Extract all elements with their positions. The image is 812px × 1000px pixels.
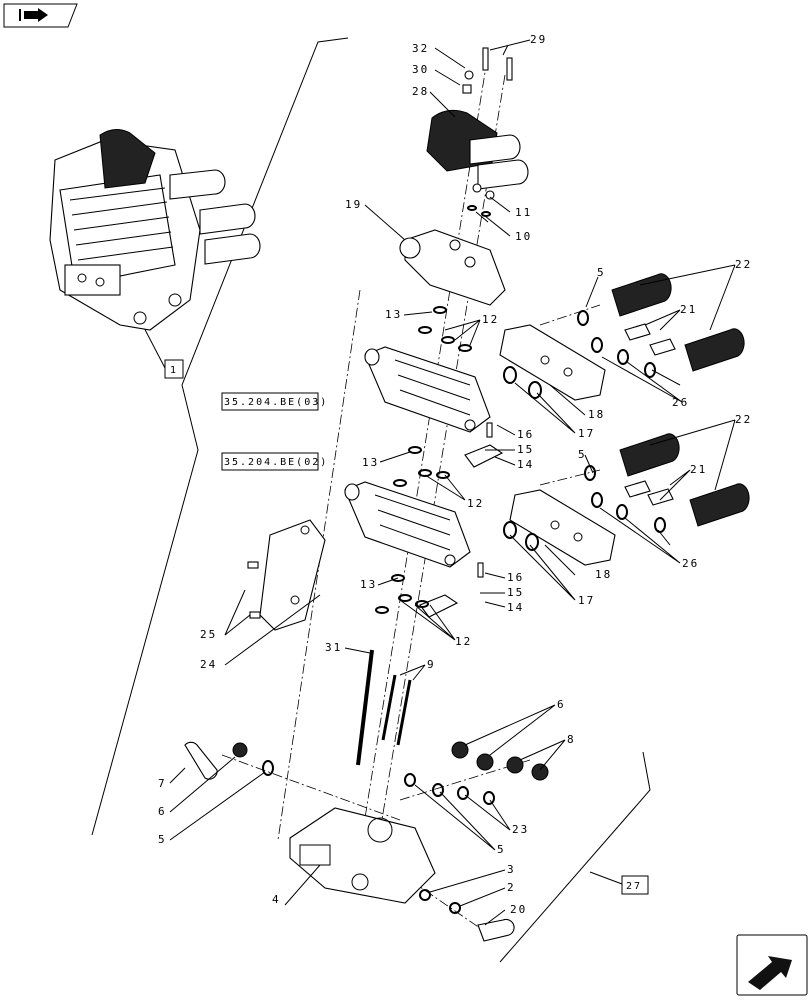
next-page-arrow-icon[interactable]	[736, 934, 808, 996]
leader-lines	[169, 39, 736, 926]
cover-part-19	[399, 229, 506, 306]
callout-32: 32	[412, 42, 429, 55]
callout-13: 13	[360, 578, 377, 591]
callout-10: 10	[515, 230, 532, 243]
callout-5: 5	[497, 843, 506, 856]
tie-rods	[356, 649, 412, 766]
callout-8: 8	[567, 733, 576, 746]
callout-28: 28	[412, 85, 429, 98]
callout-16: 16	[517, 428, 534, 441]
callout-31: 31	[325, 641, 342, 654]
ref-box-35-204-be-02[interactable]: 35.204.BE(02)	[221, 452, 328, 471]
callout-30: 30	[412, 63, 429, 76]
callout-6: 6	[557, 698, 566, 711]
right-lower-parts	[503, 433, 750, 566]
callout-12: 12	[467, 497, 484, 510]
callout-29: 29	[530, 33, 547, 46]
callout-11: 11	[515, 206, 532, 219]
callout-17: 17	[578, 427, 595, 440]
callout-24: 24	[200, 658, 217, 671]
callout-5: 5	[597, 266, 606, 279]
inlet-body-4	[289, 807, 436, 904]
ref-box-1[interactable]: 1	[164, 359, 184, 379]
callout-12: 12	[455, 635, 472, 648]
top-solenoid-part	[426, 47, 529, 217]
callout-18: 18	[595, 568, 612, 581]
callout-21: 21	[690, 463, 707, 476]
group-bracket-lines	[91, 37, 651, 963]
callout-26: 26	[672, 396, 689, 409]
callout-26: 26	[682, 557, 699, 570]
spool-section-03	[364, 346, 491, 433]
callout-labels: 32 30 28 29 11 10 19 5 22 21 13 12 26 18…	[158, 33, 752, 916]
book-arrow-icon[interactable]	[3, 3, 78, 28]
assembled-valve-illustration	[49, 129, 261, 331]
callout-17: 17	[578, 594, 595, 607]
callout-22: 22	[735, 258, 752, 271]
right-upper-parts	[499, 273, 745, 401]
ref-box-27[interactable]: 27	[621, 875, 649, 895]
callout-21: 21	[680, 303, 697, 316]
callout-23: 23	[512, 823, 529, 836]
svg-text:35.204.BE(02): 35.204.BE(02)	[224, 457, 328, 468]
callout-4: 4	[272, 893, 281, 906]
callout-3: 3	[507, 863, 516, 876]
callout-2: 2	[507, 881, 516, 894]
callout-19: 19	[345, 198, 362, 211]
plugs-and-fittings	[184, 741, 549, 942]
callout-5: 5	[158, 833, 167, 846]
callout-5: 5	[578, 448, 587, 461]
svg-text:27: 27	[626, 881, 642, 892]
ref-box-35-204-be-03[interactable]: 35.204.BE(03)	[221, 392, 328, 411]
callout-25: 25	[200, 628, 217, 641]
callout-15: 15	[507, 586, 524, 599]
svg-text:35.204.BE(03): 35.204.BE(03)	[224, 397, 328, 408]
callout-20: 20	[510, 903, 527, 916]
spool-section-02	[344, 481, 471, 568]
callout-9: 9	[427, 658, 436, 671]
callout-13: 13	[385, 308, 402, 321]
callout-14: 14	[507, 601, 524, 614]
callout-15: 15	[517, 443, 534, 456]
svg-text:1: 1	[170, 365, 178, 376]
callout-12: 12	[482, 313, 499, 326]
callout-18: 18	[588, 408, 605, 421]
callout-7: 7	[158, 777, 167, 790]
callout-6: 6	[158, 805, 167, 818]
mounting-bracket-24	[247, 519, 326, 631]
callout-16: 16	[507, 571, 524, 584]
callout-22: 22	[735, 413, 752, 426]
o-rings	[375, 306, 472, 614]
callout-14: 14	[517, 458, 534, 471]
callout-13: 13	[362, 456, 379, 469]
